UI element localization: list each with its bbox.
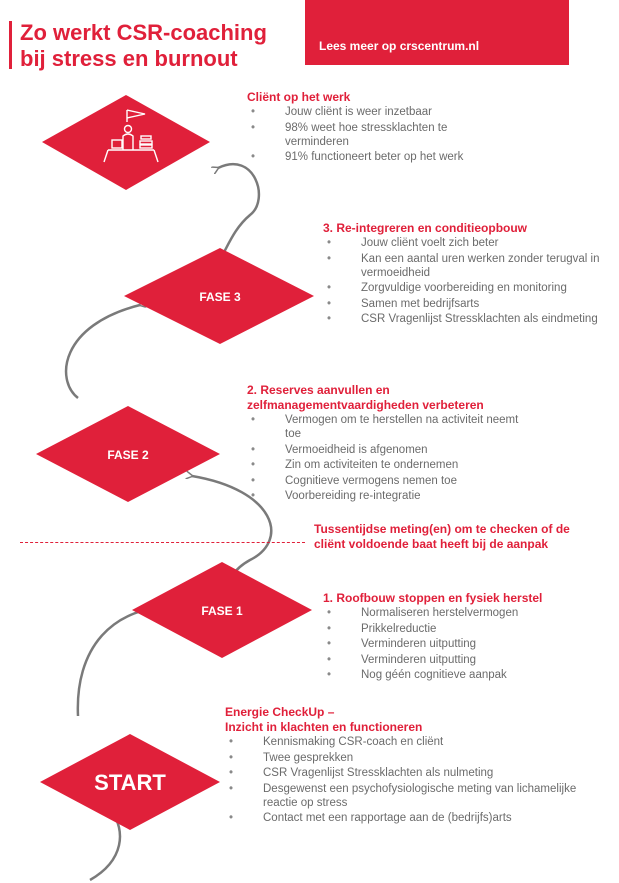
phase-3-heading: 3. Re-integreren en conditieopbouw bbox=[323, 221, 528, 235]
start-list: Kennismaking CSR-coach en cliënt Twee ge… bbox=[225, 735, 610, 825]
diamond-start bbox=[40, 734, 220, 830]
list-item: Kan een aantal uren werken zonder terugv… bbox=[323, 252, 603, 280]
connector-fase3 bbox=[64, 305, 140, 399]
page-title: Zo werkt CSR-coaching bij stress en burn… bbox=[20, 20, 267, 72]
fase-2-label: FASE 2 bbox=[107, 448, 149, 462]
phase-3-block: 3. Re-integreren en conditieopbouw Jouw … bbox=[323, 221, 603, 328]
phase-3-list: Jouw cliënt voelt zich beter Kan een aan… bbox=[323, 236, 603, 326]
start-heading-line-2: Inzicht in klachten en functioneren bbox=[225, 720, 423, 734]
phase-1-block: 1. Roofbouw stoppen en fysiek herstel No… bbox=[323, 591, 603, 684]
list-item: Verminderen uitputting bbox=[323, 653, 603, 667]
list-item: Vermoeidheid is afgenomen bbox=[247, 443, 537, 457]
list-item: Zin om activiteiten te ondernemen bbox=[247, 458, 537, 472]
list-item: Nog géén cognitieve aanpak bbox=[323, 668, 603, 682]
fase-1-label: FASE 1 bbox=[201, 604, 243, 618]
interim-measurement-note: Tussentijdse meting(en) om te checken of… bbox=[314, 522, 570, 551]
list-item: 98% weet hoe stressklachten te verminder… bbox=[247, 121, 512, 149]
list-item: Jouw cliënt is weer inzetbaar bbox=[247, 105, 512, 119]
list-item: Zorgvuldige voorbereiding en monitoring bbox=[323, 281, 603, 295]
list-item: Kennismaking CSR-coach en cliënt bbox=[225, 735, 610, 749]
diamond-fase-2 bbox=[36, 406, 220, 502]
list-item: Voorbereiding re-integratie bbox=[247, 489, 537, 503]
website-banner[interactable]: Lees meer op crscentrum.nl bbox=[305, 0, 569, 65]
list-item: Jouw cliënt voelt zich beter bbox=[323, 236, 603, 250]
phase-2-list: Vermogen om te herstellen na activiteit … bbox=[247, 413, 537, 503]
list-item: 91% functioneert beter op het werk bbox=[247, 150, 512, 164]
list-item: Twee gesprekken bbox=[225, 751, 610, 765]
title-accent-bar bbox=[9, 21, 12, 69]
list-item: Samen met bedrijfsarts bbox=[323, 297, 603, 311]
diamond-fase-1 bbox=[132, 562, 312, 658]
page-title-line-2: bij stress en burnout bbox=[20, 46, 238, 71]
start-label: START bbox=[94, 770, 166, 795]
client-list: Jouw cliënt is weer inzetbaar 98% weet h… bbox=[247, 105, 512, 164]
phase-2-heading: 2. Reserves aanvullen en zelfmanagementv… bbox=[247, 383, 484, 412]
list-item: Verminderen uitputting bbox=[323, 637, 603, 651]
page-title-line-1: Zo werkt CSR-coaching bbox=[20, 20, 267, 45]
diamond-fase-3 bbox=[124, 248, 314, 344]
connector-top bbox=[218, 163, 261, 263]
list-item: Cognitieve vermogens nemen toe bbox=[247, 474, 537, 488]
phase-1-heading: 1. Roofbouw stoppen en fysiek herstel bbox=[323, 591, 543, 605]
list-item: Vermogen om te herstellen na activiteit … bbox=[247, 413, 537, 441]
list-item: Normaliseren herstelvermogen bbox=[323, 606, 603, 620]
phase-1-list: Normaliseren herstelvermogen Prikkelredu… bbox=[323, 606, 603, 682]
client-block: Cliënt op het werk Jouw cliënt is weer i… bbox=[247, 90, 512, 166]
start-heading-line-1: Energie CheckUp – bbox=[225, 705, 335, 719]
diamond-client bbox=[42, 95, 210, 190]
phase-2-block: 2. Reserves aanvullen en zelfmanagementv… bbox=[247, 383, 537, 505]
list-item: Contact met een rapportage aan de (bedri… bbox=[225, 811, 610, 825]
list-item: CSR Vragenlijst Stressklachten als eindm… bbox=[323, 312, 603, 326]
interim-divider bbox=[20, 542, 305, 543]
list-item: CSR Vragenlijst Stressklachten als nulme… bbox=[225, 766, 610, 780]
list-item: Desgewenst een psychofysiologische metin… bbox=[225, 782, 610, 810]
website-link[interactable]: Lees meer op crscentrum.nl bbox=[319, 39, 480, 53]
fase-3-label: FASE 3 bbox=[199, 290, 241, 304]
list-item: Prikkelreductie bbox=[323, 622, 603, 636]
start-block: Energie CheckUp – Inzicht in klachten en… bbox=[225, 705, 610, 827]
worker-at-desk-icon bbox=[103, 109, 159, 163]
client-heading: Cliënt op het werk bbox=[247, 90, 351, 104]
